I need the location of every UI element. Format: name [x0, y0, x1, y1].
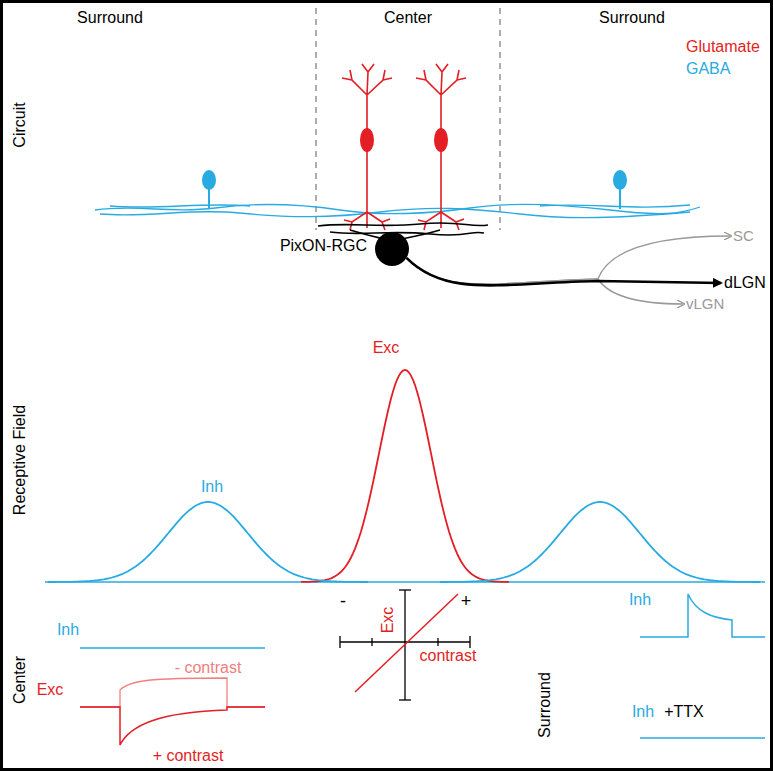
divider [315, 8, 316, 230]
trace-label: +TTX [664, 703, 704, 721]
axis-label: contrast [420, 647, 477, 665]
target-nucleus: vLGN [686, 296, 724, 313]
bipolar-cells [342, 64, 466, 230]
row-heading: Circuit [11, 102, 29, 147]
target-nucleus: dLGN [724, 274, 766, 292]
legend-entry: Glutamate [686, 38, 760, 56]
region-heading: Surround [77, 9, 143, 27]
amacrine-soma [613, 170, 627, 190]
inh-ttx-trace [640, 737, 765, 739]
gaussian-curve [440, 502, 760, 582]
target-label: vLGN [686, 296, 724, 313]
divider [499, 8, 500, 230]
soma-shape [375, 232, 409, 266]
legend-entry: GABA [686, 60, 730, 78]
trace-label: + contrast [153, 747, 224, 765]
soma-circle [375, 232, 409, 266]
baseline [45, 581, 765, 583]
tick-label: + [461, 592, 472, 612]
bipolar-soma [360, 128, 374, 152]
exc-trace-negative [80, 678, 265, 707]
row-heading: Center [11, 656, 29, 704]
trace-label: Inh [632, 703, 654, 721]
exc-trace-positive [80, 707, 265, 745]
amacrine-soma [202, 170, 216, 190]
receptive-field-curves [48, 370, 760, 582]
exc-contrast-line [355, 594, 458, 692]
trace-label: Exc [37, 681, 64, 699]
legend-text: GABA [686, 60, 730, 77]
legend-text: Glutamate [686, 38, 760, 55]
target-label: SC [733, 228, 754, 245]
trace-label: Inh [629, 591, 651, 609]
bipolar-soma [434, 128, 448, 152]
target-nucleus: SC [733, 228, 754, 245]
amacrine-processes [95, 188, 700, 218]
axis-label: Exc [379, 607, 397, 634]
gaussian-curve [48, 502, 368, 582]
tick-label: - [340, 592, 346, 612]
axon-projection [406, 258, 721, 285]
ganglion-cell-soma: PixON-RGC [375, 232, 409, 266]
cell-label: PixON-RGC [280, 237, 367, 255]
curve-label: Inh [201, 478, 223, 496]
axon-projection [406, 236, 730, 284]
trace-label: Inh [57, 621, 79, 639]
inh-trace [80, 647, 265, 649]
row-heading: Surround [536, 672, 554, 738]
trace-label: - contrast [175, 659, 242, 677]
axes [340, 590, 470, 700]
curve-label: Exc [373, 339, 400, 357]
region-heading: Center [384, 9, 432, 27]
row-heading: Receptive Field [11, 405, 29, 515]
gaussian-curve [301, 370, 509, 582]
target-label: dLGN [724, 274, 766, 292]
region-heading: Surround [599, 9, 665, 27]
inh-surround-trace [640, 594, 765, 637]
